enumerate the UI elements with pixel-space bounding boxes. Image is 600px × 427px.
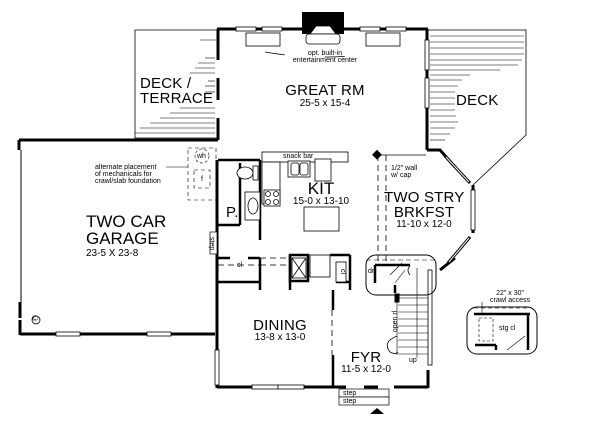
kitchen-counters bbox=[236, 151, 349, 283]
storage-closet-label: stg cl bbox=[499, 325, 516, 332]
garage-line2: GARAGE bbox=[86, 229, 159, 248]
garage-line1: TWO CAR bbox=[86, 212, 167, 231]
foyer-name: FYR bbox=[350, 349, 382, 366]
open-rail-label: open rl bbox=[392, 310, 400, 333]
mechanicals-line1: alternate placement bbox=[95, 164, 157, 171]
half-wall-note: 1/2" wall w/ cap bbox=[391, 165, 417, 179]
foyer-label: FYR 11-5 x 12-0 bbox=[336, 350, 396, 375]
copyright-mark: © bbox=[32, 314, 38, 323]
deck-label: DECK bbox=[456, 92, 499, 109]
dining-name: DINING bbox=[253, 317, 307, 334]
half-wall-line2: w/ cap bbox=[391, 172, 412, 179]
deck-terrace-line2: TERRACE bbox=[140, 90, 214, 107]
foyer-dims: 11-5 x 12-0 bbox=[341, 364, 391, 375]
breakfast-line1: TWO STRY bbox=[384, 189, 465, 206]
entertainment-note-line2: entertainment center bbox=[292, 57, 358, 64]
mechanicals-note: alternate placement of mechanicals for c… bbox=[95, 164, 161, 185]
deck-area bbox=[426, 29, 527, 186]
stairs bbox=[365, 254, 437, 358]
garage-dims: 23-5 X 23-8 bbox=[86, 248, 139, 259]
water-heater-label: wh bbox=[197, 153, 206, 160]
front-step bbox=[338, 388, 390, 406]
entertainment-note-line1: opt. built-in bbox=[307, 50, 343, 57]
deck-terrace-area bbox=[134, 29, 217, 139]
breakfast-dims: 11-10 x 12-0 bbox=[396, 219, 452, 230]
dining-dims: 13-8 x 13-0 bbox=[254, 332, 306, 343]
crawl-access-line1: 22" x 30" bbox=[496, 290, 524, 297]
front-step-label-1: step bbox=[343, 390, 357, 397]
deck-terrace-label: DECK / TERRACE bbox=[140, 76, 213, 106]
garage-step-label: step bbox=[208, 236, 216, 251]
garage-label: TWO CAR GARAGE 23-5 X 23-8 bbox=[86, 213, 166, 259]
mechanicals-line2: of mechanicals for bbox=[95, 171, 152, 178]
snack-bar-label: snack bar bbox=[283, 153, 314, 160]
windows bbox=[55, 26, 476, 390]
kitchen-island bbox=[303, 206, 340, 232]
crawl-access-note: 22" x 30" crawl access bbox=[490, 290, 530, 304]
fireplace bbox=[302, 12, 344, 34]
crawl-access-line2: crawl access bbox=[490, 297, 531, 304]
mechanicals-line3: crawl/slab foundation bbox=[95, 178, 161, 185]
stairs-up-label: up bbox=[409, 357, 417, 364]
powder-room-label: P. bbox=[226, 204, 239, 221]
dining-label: DINING 13-8 x 13-0 bbox=[240, 318, 320, 343]
great-room-name: GREAT RM bbox=[285, 82, 365, 99]
great-room-label: GREAT RM 25-5 x 15-4 bbox=[270, 83, 380, 109]
pantry-closet-label: cl bbox=[339, 268, 347, 275]
storage-closet-detail bbox=[466, 302, 538, 355]
breakfast-label: TWO STRY BRKFST 11-10 x 12-0 bbox=[384, 190, 464, 230]
great-room-dims: 25-5 x 15-4 bbox=[299, 98, 351, 109]
front-step-label-2: step bbox=[343, 398, 357, 405]
breakfast-line2: BRKFST bbox=[393, 204, 455, 221]
half-wall-line1: 1/2" wall bbox=[391, 165, 418, 172]
kitchen-label: KIT 15-0 x 13-10 bbox=[291, 180, 351, 207]
stairs-down-label: dn bbox=[368, 268, 376, 275]
kitchen-name: KIT bbox=[307, 179, 335, 198]
entertainment-note: opt. built-in entertainment center bbox=[280, 50, 370, 64]
deck-terrace-line1: DECK / bbox=[140, 75, 192, 92]
furnace-label: f bbox=[201, 176, 203, 183]
kitchen-dims: 15-0 x 13-10 bbox=[292, 196, 350, 207]
closet-label: cl bbox=[237, 262, 243, 269]
